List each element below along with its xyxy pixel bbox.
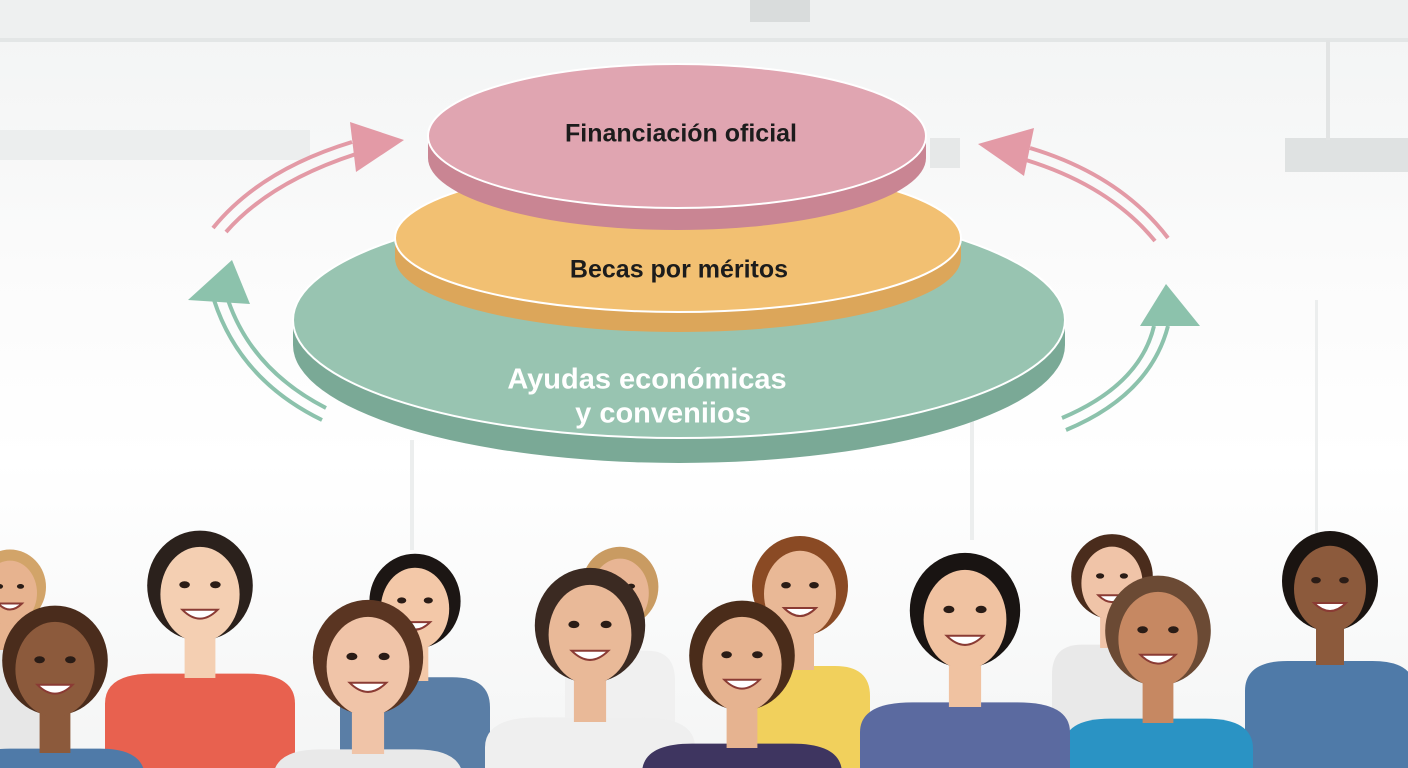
student [275,599,461,768]
layer-ayudas-label-line2: y conveniios [575,398,751,430]
layer-financiacion-label: Financiación oficial [565,120,797,148]
layer-financiacion-top [427,63,927,209]
ceiling-light-left [0,130,310,160]
layer-ayudas-label-line1: Ayudas económicas [507,364,786,396]
student [485,567,695,768]
student [105,530,295,768]
layer-financiacion: Financiación oficial [427,63,927,230]
arrow-top-right-icon [978,128,1170,243]
student [642,600,842,768]
student [860,552,1070,768]
ceiling-light-right [1285,138,1408,172]
arrow-top-left-icon [211,122,404,234]
ceiling-vent [750,0,810,22]
students-crowd-photo [0,530,1408,768]
arrow-bottom-left-icon [188,260,327,422]
arrow-bottom-right-icon [1061,284,1200,432]
student [1063,575,1253,768]
student [0,605,144,768]
layer-becas-label: Becas por méritos [570,256,788,284]
student [1245,531,1408,768]
